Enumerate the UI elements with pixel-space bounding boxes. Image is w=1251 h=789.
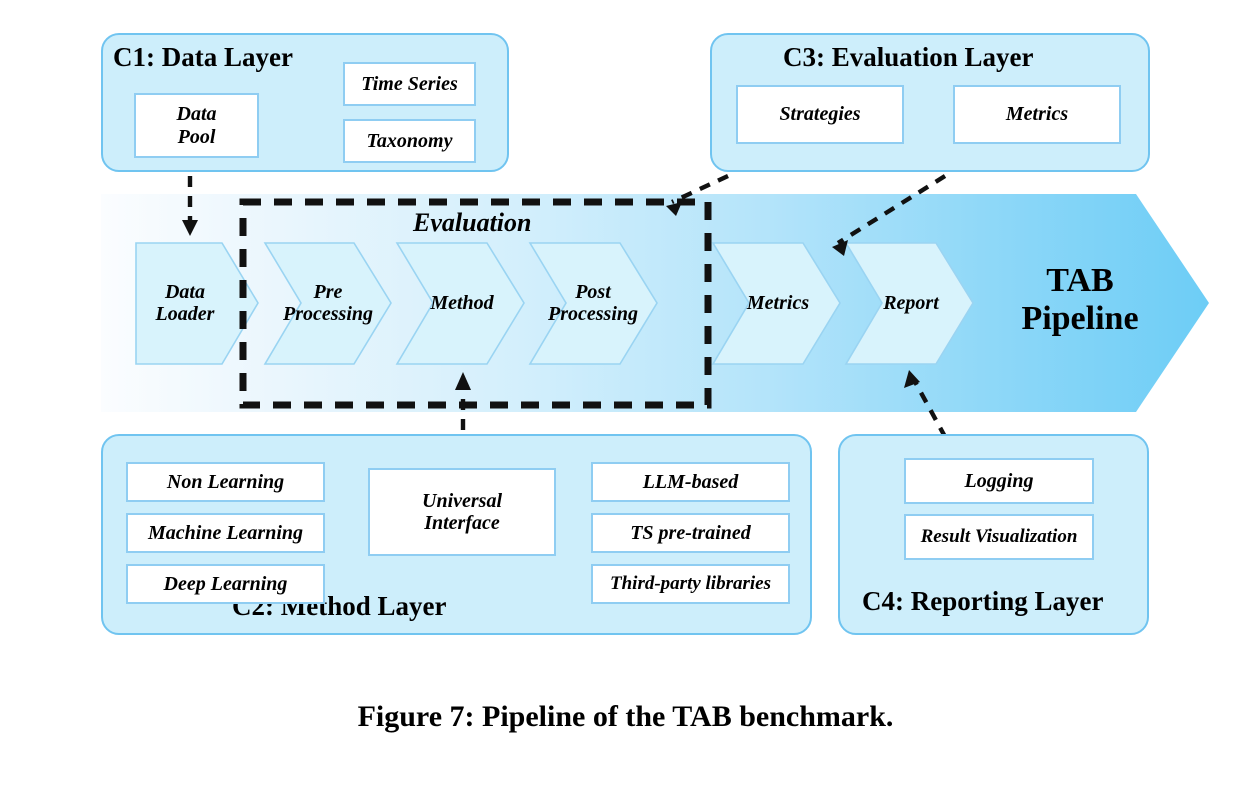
arrow-c3strategies-to-evalbox (671, 174, 729, 204)
evaluation-dashed-box (239, 198, 712, 409)
panel-c4-title: C4: Reporting Layer (862, 586, 1104, 616)
arrow-c4-to-report (911, 376, 957, 457)
box-taxonomy[interactable]: Taxonomy (343, 119, 476, 163)
panel-c3-title: C3: Evaluation Layer (783, 42, 1034, 72)
box-machine-learning[interactable]: Machine Learning (126, 513, 325, 553)
chevron-data-loader[interactable] (135, 242, 259, 365)
chevron-report[interactable] (844, 242, 974, 365)
box-third-party-libraries[interactable]: Third-party libraries (591, 564, 790, 604)
box-logging[interactable]: Logging (904, 458, 1094, 504)
evaluation-group-label: Evaluation (413, 208, 532, 237)
box-non-learning[interactable]: Non Learning (126, 462, 325, 502)
box-data-pool[interactable]: Data Pool (134, 93, 259, 158)
chevron-method[interactable] (395, 242, 525, 365)
chevron-post-processing[interactable] (528, 242, 658, 365)
stage-chevrons (135, 242, 974, 365)
box-time-series[interactable]: Time Series (343, 62, 476, 106)
box-deep-learning[interactable]: Deep Learning (126, 564, 325, 604)
tab-pipeline-label: TAB Pipeline (1021, 262, 1139, 338)
box-llm-based[interactable]: LLM-based (591, 462, 790, 502)
figure-caption: Figure 7: Pipeline of the TAB benchmark. (357, 700, 894, 733)
box-metrics-c3[interactable]: Metrics (953, 85, 1121, 144)
arrow-c3metrics-to-metrics (836, 174, 947, 245)
panel-c1-title: C1: Data Layer (113, 42, 293, 72)
box-strategies[interactable]: Strategies (736, 85, 904, 144)
box-result-visualization[interactable]: Result Visualization (904, 514, 1094, 560)
chevron-metrics[interactable] (711, 242, 841, 365)
interlayer-arrowheads (182, 202, 920, 390)
chevron-pre-processing[interactable] (263, 242, 392, 365)
box-ts-pre-trained[interactable]: TS pre-trained (591, 513, 790, 553)
box-universal-interface[interactable]: Universal Interface (368, 468, 556, 556)
